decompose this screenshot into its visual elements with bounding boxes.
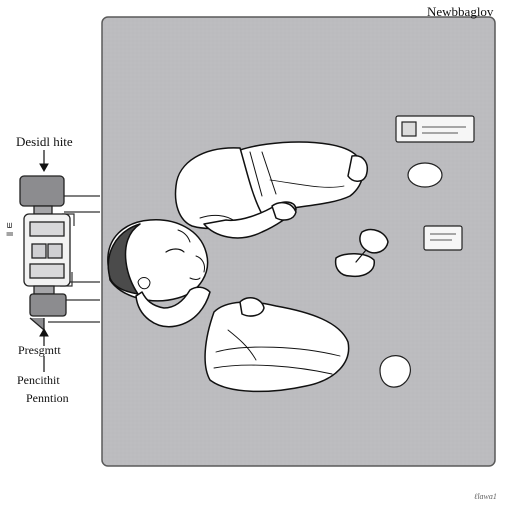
device-label-top: Desidl hite (16, 135, 73, 148)
baby-foot-bottom (240, 298, 264, 316)
measurement-tag-icon (396, 116, 474, 142)
oval-stone-icon (408, 163, 442, 187)
arrow-down-icon (40, 150, 48, 171)
rounded-stone-icon (380, 356, 410, 387)
baby-small-foot (336, 254, 375, 277)
diagram-title: Newbbaglov (427, 5, 493, 18)
infant-monitor-device-icon (20, 176, 70, 330)
device-label-bottom: Presgmtt (18, 344, 61, 356)
measurement-tag-icon (424, 226, 462, 250)
caption-line-2: Penntion (26, 392, 69, 404)
device-side-code: ll ㅌ (6, 221, 15, 236)
baby-foot-top (348, 156, 367, 182)
caption-line-1: Pencithit (17, 374, 60, 386)
signature-mark: ℓlɑwɑ1 (474, 493, 497, 501)
